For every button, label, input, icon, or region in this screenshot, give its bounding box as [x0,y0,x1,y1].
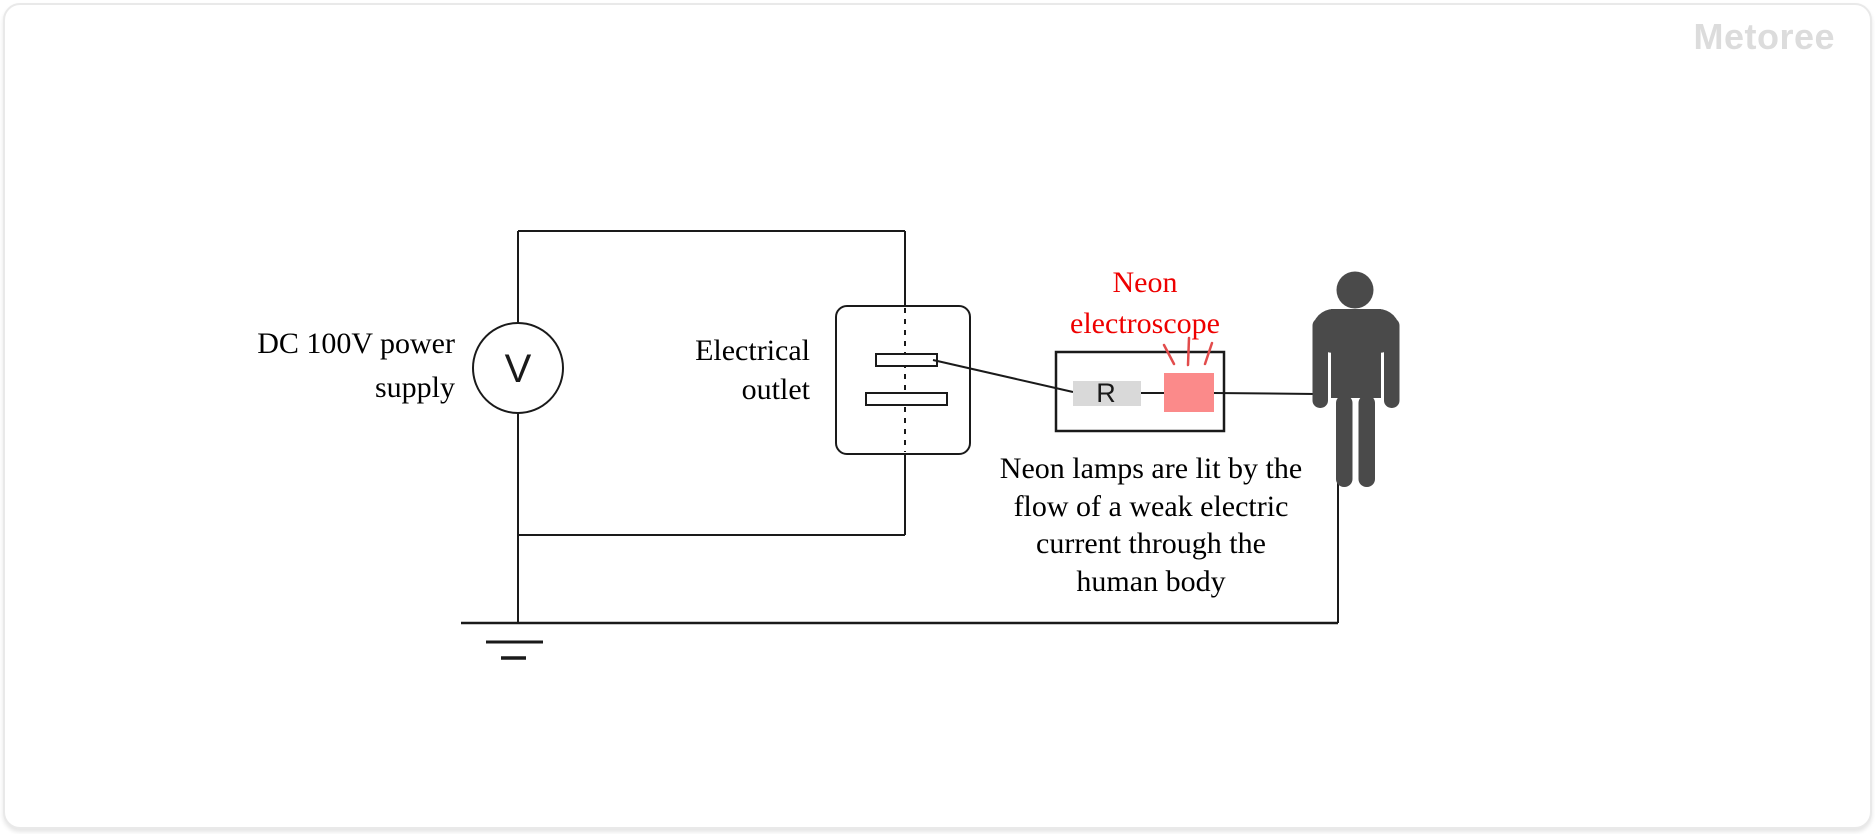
outlet-box [835,305,971,455]
voltmeter-circle [472,322,564,414]
wire-lamp-to-person [1213,392,1317,395]
person-torso [1331,309,1381,398]
voltmeter-letter: V [505,347,532,391]
glow-ray-middle [1186,336,1191,367]
power-supply-label: DC 100V power supply [257,327,455,404]
outlet-symbol [835,305,971,455]
caption-text: Neon lamps are lit by the flow of a weak… [999,452,1303,598]
wire-group [517,230,1339,623]
person-leg-right [1358,395,1375,487]
person-arm-left [1312,318,1328,408]
glow-ray-right [1203,341,1214,366]
probe-wires [932,359,1317,395]
wire-outlet-to-resistor [932,359,1074,393]
outlet-label: Electrical outlet [695,334,810,406]
resistor-box [1073,381,1141,406]
glow-ray-left [1162,343,1176,366]
neon-lamp [1164,373,1214,412]
person-head [1336,271,1374,309]
person-leg-left [1336,395,1353,487]
metoree-watermark: Metoree [1693,16,1835,57]
outlet-slot-upper [875,353,938,367]
ground-symbol [461,621,1338,660]
resistor-letter: R [1096,378,1116,408]
electroscope-title: Neon electroscope [1070,266,1220,340]
person-icon [1312,271,1400,487]
person-arm-right [1384,318,1400,408]
outlet-slot-lower [865,392,948,406]
neon-glow-rays [1162,336,1214,367]
